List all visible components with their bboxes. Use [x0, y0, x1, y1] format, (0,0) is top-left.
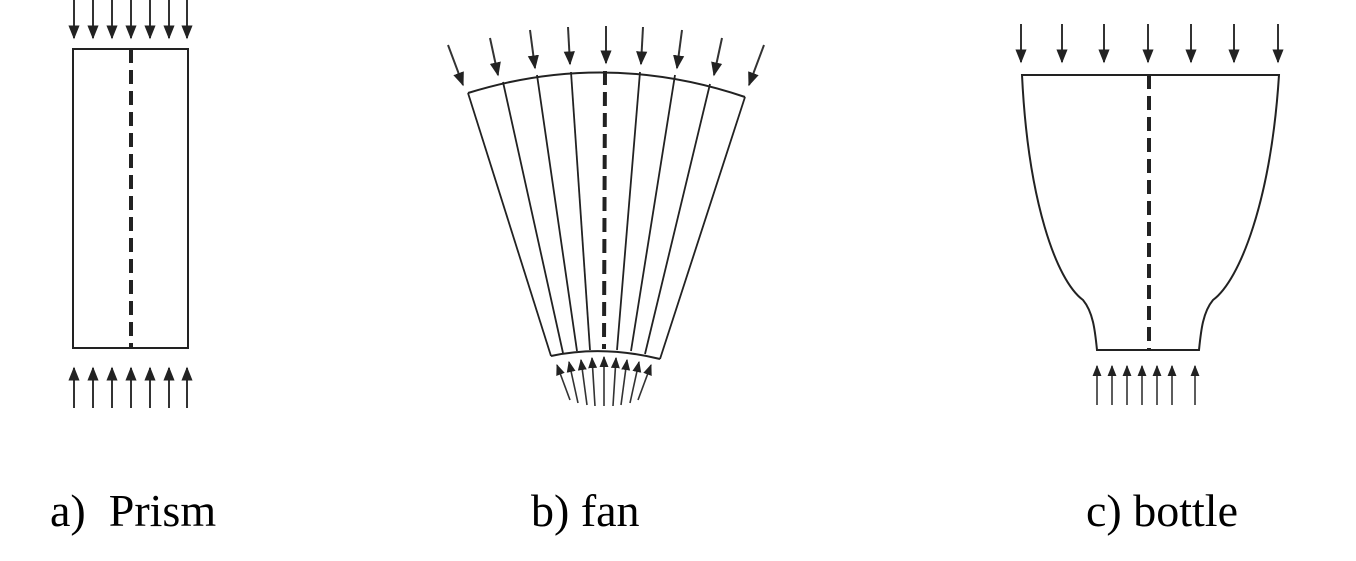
fan-stress-lines	[467, 71, 746, 360]
fan-bottom-load-arrows	[556, 355, 652, 407]
fan-caption: b) fan	[531, 485, 640, 536]
fan-figure	[447, 26, 765, 407]
prism-top-load-arrows	[68, 0, 193, 40]
bottle-figure	[1015, 24, 1284, 405]
fan-bottom-arc	[550, 350, 661, 360]
bottle-top-load-arrows	[1015, 24, 1284, 64]
prism-bottom-load-arrows	[68, 366, 193, 408]
bottle-caption: c) bottle	[1086, 485, 1238, 536]
bottle-outline	[1020, 74, 1281, 351]
fan-top-load-arrows	[447, 26, 765, 87]
prism-caption: a) Prism	[50, 485, 217, 536]
prism-figure	[68, 0, 193, 408]
fan-centerline	[602, 70, 607, 350]
bottle-bottom-load-arrows	[1092, 364, 1200, 405]
